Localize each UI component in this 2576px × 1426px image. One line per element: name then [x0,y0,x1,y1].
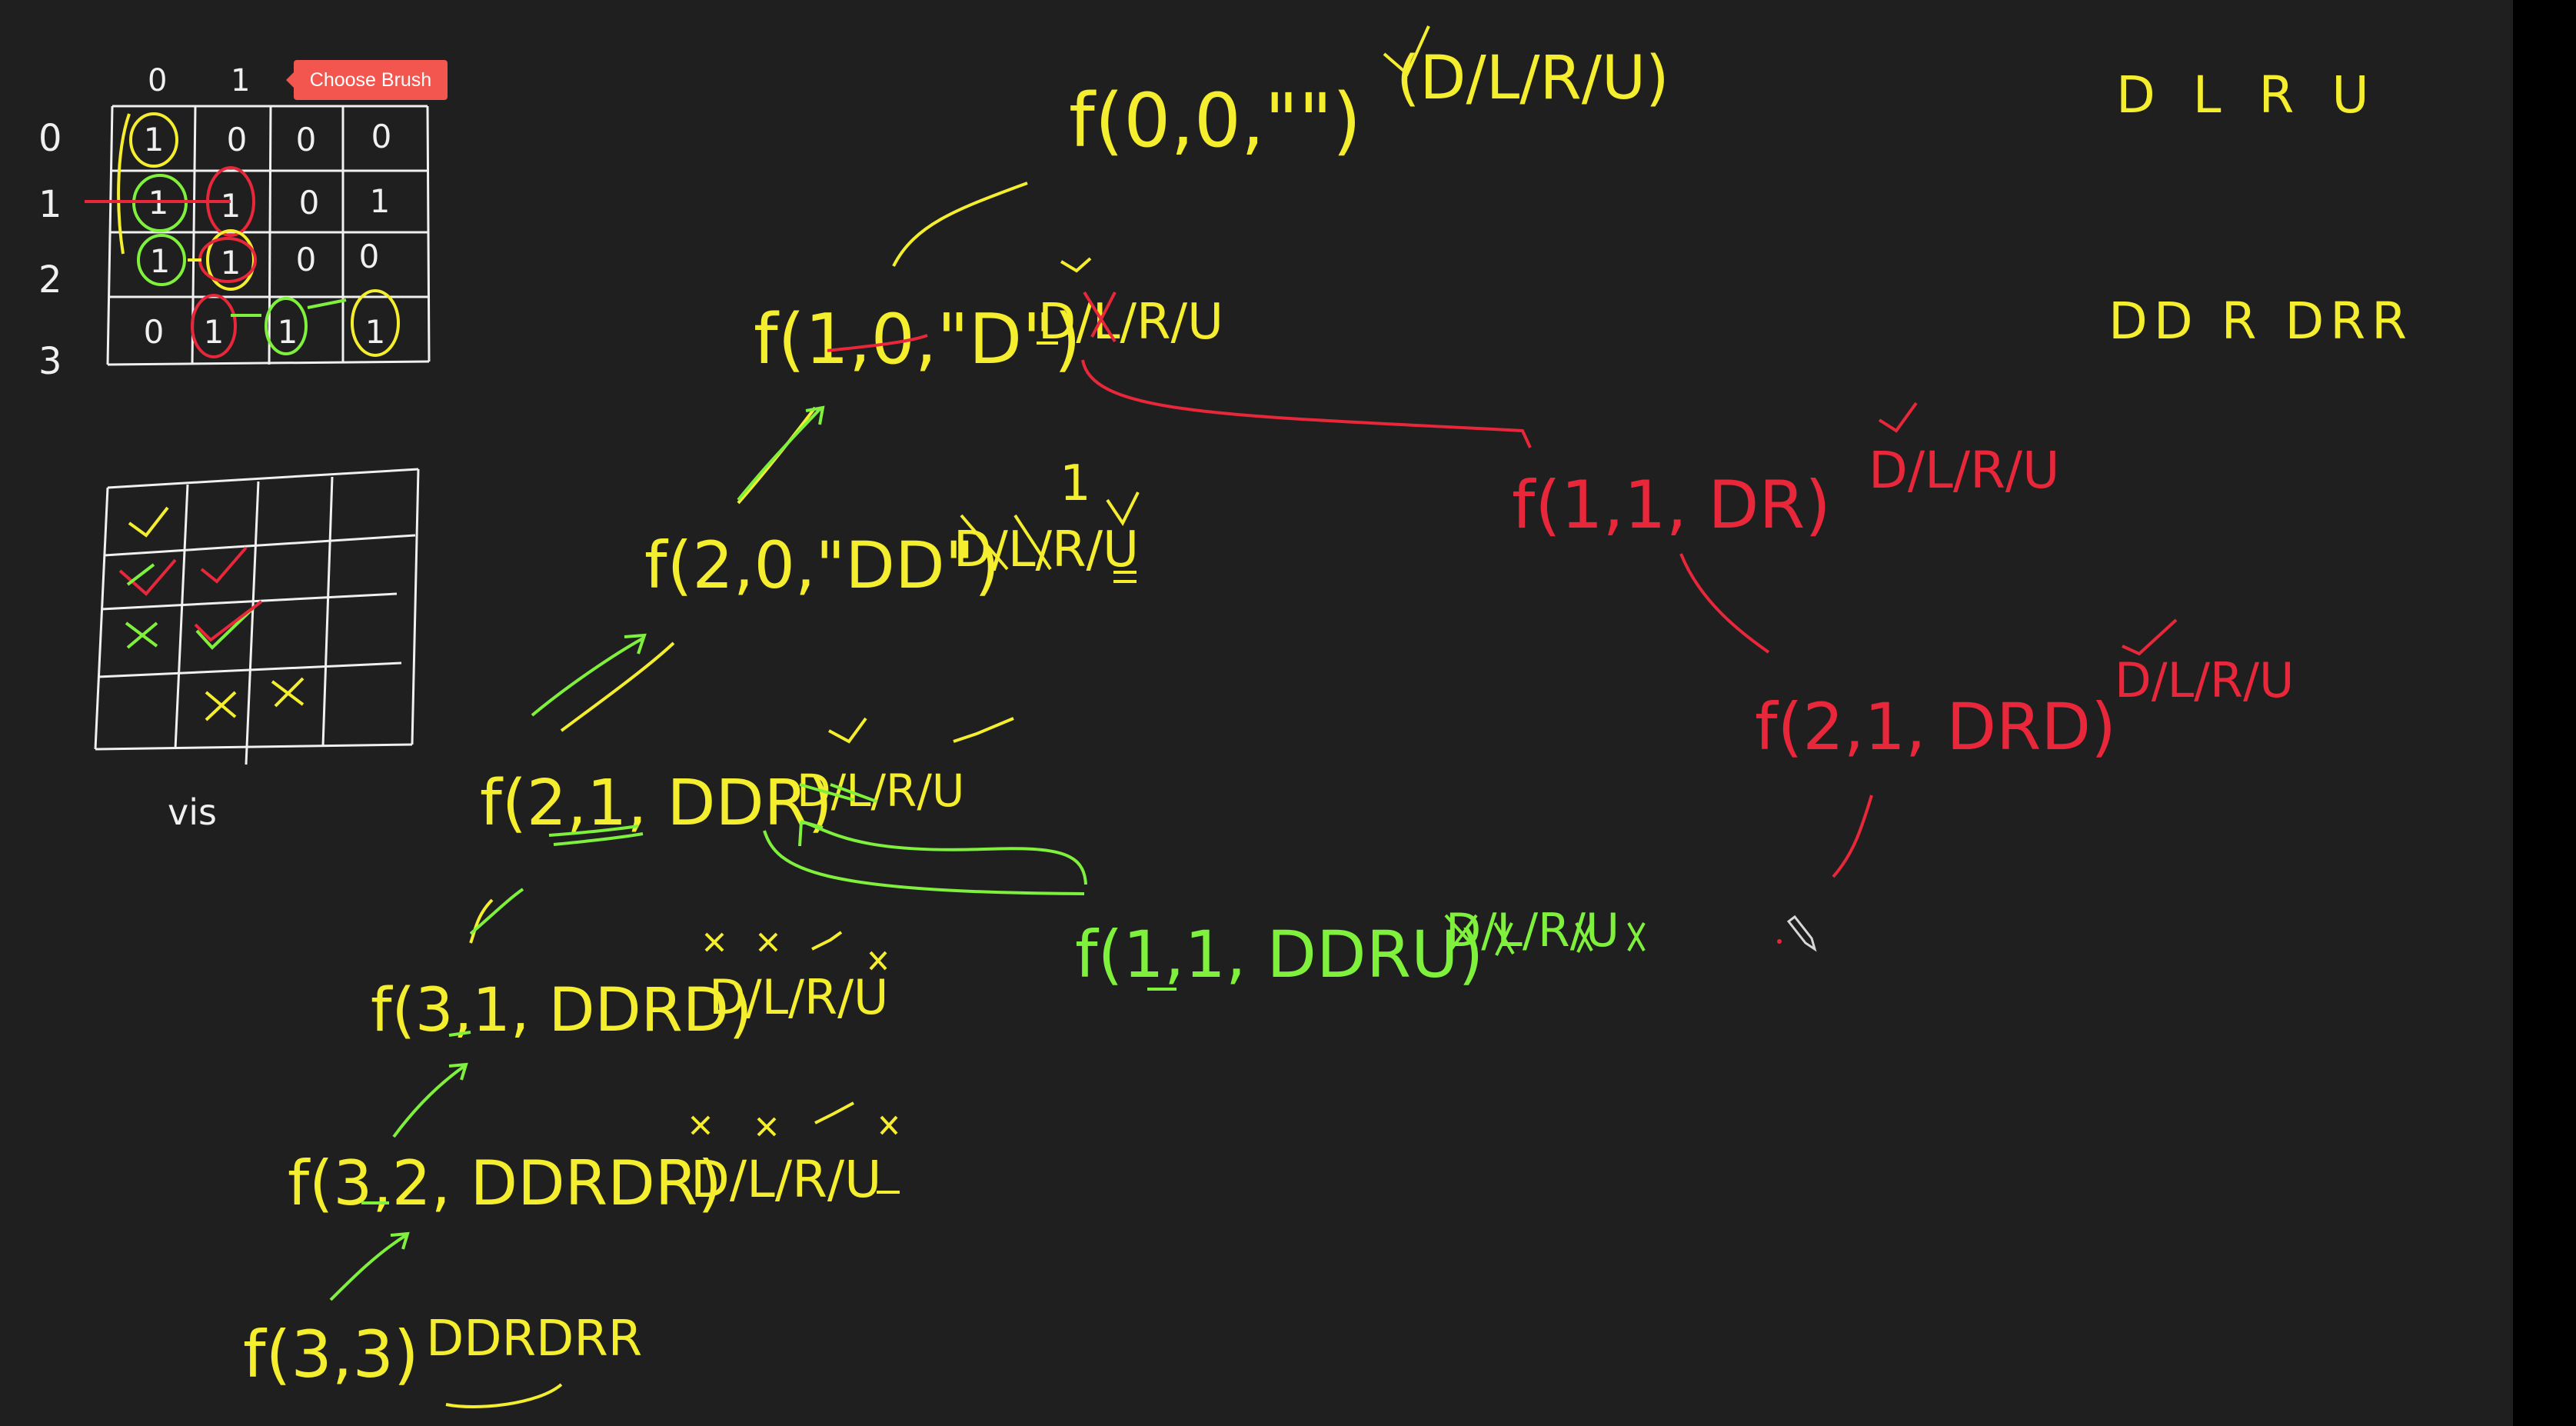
vis-label: vis [168,791,217,833]
node-g-1-1-options: D/L/R/U [1446,904,1619,958]
node-root: f(0,0,"") [1069,78,1361,164]
matrix-cells: 1 0 0 0 1 1 0 1 1 1 0 0 0 1 1 1 [144,118,392,351]
col-header: 0 [148,63,167,98]
drawing-layer: 0 1 0 1 2 3 1 0 0 0 1 1 0 1 1 1 0 0 0 1 … [38,25,2413,1408]
node-r-1-1-options: D/L/R/U [1869,441,2059,500]
grid-cell: 0 [371,118,392,155]
node-3-1: f(3,1, DDRD) [371,976,752,1045]
grid-cell: 1 [144,121,165,158]
node-3-1-options: D/L/R/U [709,969,888,1025]
green-annotations [329,405,1646,1301]
grid-cell: 1 [204,313,225,351]
col-header: 1 [231,63,250,98]
node-r-1-1: f(1,1, DR) [1512,467,1831,544]
red-annotations [827,291,2178,878]
node-r-2-1-options: D/L/R/U [2115,652,2294,708]
matrix-row-headers: 0 1 2 3 [38,117,62,383]
matrix-col-headers: 0 1 [148,63,250,98]
grid-path-circles [85,112,400,358]
choose-brush-tooltip[interactable]: Choose Brush [286,60,448,100]
node-2-0: f(2,0,"DD") [644,528,1000,603]
option-marks [691,257,1140,1137]
node-3-2-options: D/L/R/U [691,1150,881,1209]
whiteboard-canvas[interactable] [0,0,2513,1426]
grid-cell: 1 [221,187,241,225]
node-3-3: f(3,3) [243,1317,419,1392]
answer-path-note: DD R DRR [2108,292,2413,351]
grid-cell: 0 [227,121,248,158]
grid-cell: 1 [365,313,386,351]
node-2-1: f(2,1, DDR) [480,767,833,840]
grid-cell: 1 [221,244,241,282]
grid-cell: 1 [278,313,298,351]
grid-cell: 0 [299,184,320,222]
pencil-cursor-icon [1777,915,1817,952]
row-header: 3 [38,340,62,383]
node-1-0-options: D/L/R/U [1038,294,1223,351]
vis-marks [118,506,305,721]
row-header: 2 [38,258,62,302]
vis-grid [94,468,420,765]
selection-number: 1 [1060,455,1091,512]
grid-cell: 0 [296,121,317,158]
grid-cell: 1 [370,182,391,220]
row-header: 0 [38,117,62,160]
node-3-2: f(3,2, DDRDR) [288,1148,722,1219]
final-path: DDRDRR [426,1311,642,1368]
window-edge [2513,0,2576,1426]
node-r-2-1: f(2,1, DRD) [1755,689,2116,765]
yellow-recursion-tree: f(0,0,"") (D/L/R/U) f(1,0,"D") D/L/R/U f… [243,44,1669,1392]
node-g-1-1: f(1,1, DDRU) [1075,917,1483,992]
directions-note: D L R U [2116,65,2380,125]
node-2-0-options: D/L/R/U [954,521,1139,578]
green-backtrack-node: f(1,1, DDRU) D/L/R/U [1075,904,1619,992]
grid-cell: 0 [144,313,165,351]
grid-cell: 0 [359,238,380,275]
row-header: 1 [38,183,62,226]
node-root-options: (D/L/R/U) [1396,44,1669,113]
grid-cell: 0 [296,241,317,278]
red-recursion-tree: f(1,1, DR) D/L/R/U f(2,1, DRD) D/L/R/U [1512,441,2294,765]
grid-cell: 1 [150,242,171,280]
